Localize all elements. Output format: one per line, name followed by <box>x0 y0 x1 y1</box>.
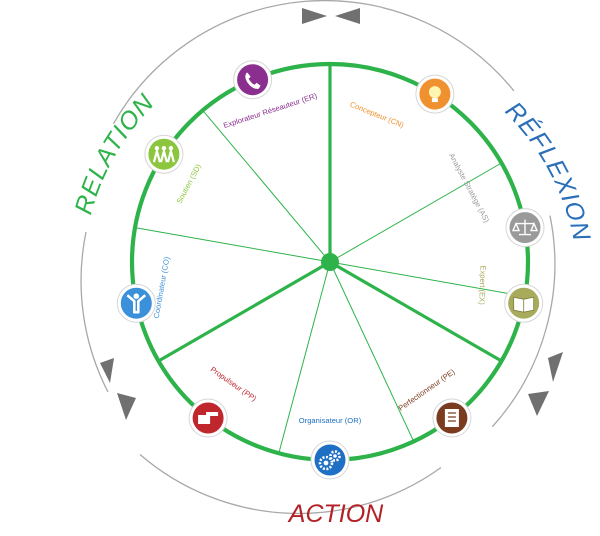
phone-icon <box>233 60 273 100</box>
wheel-spoke <box>278 261 331 454</box>
group-people-icon <box>144 134 184 174</box>
gears-icon-hub <box>323 460 329 466</box>
icon-disc <box>120 287 152 319</box>
gears-icon-gear <box>318 455 334 471</box>
arrowhead-right-lower <box>528 391 549 416</box>
role-label-as: Analyste Stratège (AS) <box>447 152 491 225</box>
wheel-spoke <box>329 261 526 297</box>
arrowhead-right-upper <box>548 352 563 382</box>
checklist-icon <box>432 398 472 438</box>
book-icon-shape <box>513 296 535 313</box>
wheel-spoke <box>157 260 331 363</box>
wheel-spoke <box>329 261 415 442</box>
person-icon-body <box>126 294 147 314</box>
outer-ring-arc-top <box>112 0 515 125</box>
checklist-icon-sheet <box>444 409 459 427</box>
pointing-hand-icon-shape <box>198 412 219 424</box>
group-icon-body <box>166 147 175 163</box>
arrowhead-left-upper <box>100 358 114 383</box>
scales-icon <box>505 208 545 248</box>
outer-ring-arc-left <box>80 231 109 393</box>
checklist-icon-lines <box>447 412 456 422</box>
gears-icon-gear <box>329 450 341 462</box>
group-icon-body <box>159 147 168 163</box>
lightbulb-icon-base <box>431 98 438 103</box>
gears-icon-hub <box>333 454 337 458</box>
wheel-hub <box>321 253 339 271</box>
outer-ring-arc-bottom <box>139 454 442 515</box>
arrowhead-top-left <box>302 8 327 24</box>
outer-ring-arc-right <box>491 215 556 428</box>
role-label-er: Explorateur Réseauteur (ER) <box>222 91 318 130</box>
role-label-sd: Soutien (SD) <box>175 162 204 205</box>
role-label-ex: Expert (EX) <box>477 265 487 305</box>
arrowhead-top-right <box>335 8 360 24</box>
lightbulb-icon-bulb <box>428 86 441 99</box>
pointing-hand-icon <box>188 398 228 438</box>
wheel-spoke <box>202 109 331 263</box>
lightbulb-icon <box>415 74 455 114</box>
icon-disc <box>237 64 269 96</box>
wheel-group: Explorateur Réseauteur (ER) Concepteur (C… <box>116 60 545 480</box>
group-icon-body <box>152 147 161 163</box>
role-label-cn: Concepteur (CN) <box>349 100 406 130</box>
phone-icon-shape <box>245 72 261 89</box>
role-label-or: Organisateur (OR) <box>299 416 362 425</box>
wheel-spoke <box>329 260 503 363</box>
gears-icon <box>310 440 350 480</box>
book-icon <box>504 283 544 323</box>
arrowhead-left-lower <box>117 393 136 420</box>
person-icon-head <box>133 293 140 299</box>
wheel-spoke <box>329 162 502 263</box>
action-label: ACTION <box>287 500 384 528</box>
wheel-spoke <box>134 227 331 263</box>
scales-icon-shape <box>511 219 539 236</box>
person-arms-up-icon <box>116 283 156 323</box>
role-label-co: Coordinateur (CO) <box>152 256 172 320</box>
role-label-pp: Propulseur (PP) <box>209 365 259 404</box>
